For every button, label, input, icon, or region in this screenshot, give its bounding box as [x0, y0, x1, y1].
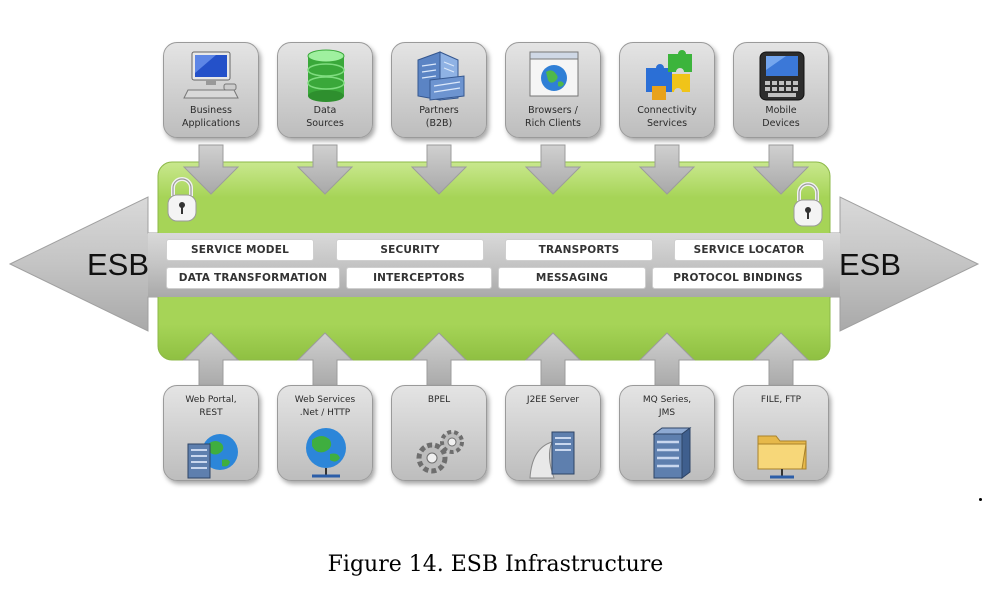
folder-network-icon [757, 435, 807, 479]
server-stack-icon [652, 427, 692, 479]
capability-interceptors: INTERCEPTORS [346, 267, 492, 289]
gears-icon [416, 430, 464, 474]
capability-security: SECURITY [336, 239, 484, 261]
puzzle-pieces-icon [646, 50, 692, 100]
source-label: Mobile Devices [762, 105, 800, 129]
source-label: Business Applications [181, 105, 241, 129]
endpoint-label: Web Services .Net / HTTP [294, 395, 356, 418]
capability-data-transformation: DATA TRANSFORMATION [166, 267, 340, 289]
endpoint-bpel: BPEL [391, 385, 487, 481]
endpoint-label: BPEL [427, 395, 451, 405]
endpoint-web-services: Web Services .Net / HTTP [277, 385, 373, 481]
stray-dot [979, 498, 982, 501]
capability-protocol-bindings: PROTOCOL BINDINGS [652, 267, 824, 289]
source-business-applications: Business Applications [163, 42, 259, 138]
padlock-right-icon [793, 182, 823, 227]
endpoint-label: FILE, FTP [760, 395, 802, 405]
source-label: Connectivity Services [637, 105, 697, 129]
source-partners: Partners (B2B) [391, 42, 487, 138]
source-data-sources: Data Sources [277, 42, 373, 138]
desktop-computer-icon [183, 51, 239, 99]
endpoint-j2ee-server: J2EE Server [505, 385, 601, 481]
office-building-icon [417, 51, 465, 101]
padlock-left-icon [167, 177, 197, 222]
endpoint-label: Web Portal, REST [185, 395, 237, 418]
source-label: Data Sources [306, 105, 344, 129]
source-browsers: Browsers / Rich Clients [505, 42, 601, 138]
network-globe-icon [306, 428, 346, 478]
endpoint-label: J2EE Server [526, 395, 580, 405]
mobile-device-icon [759, 51, 805, 101]
app-server-icon [529, 431, 575, 479]
source-connectivity-services: Connectivity Services [619, 42, 715, 138]
esb-label-right: ESB [839, 247, 902, 282]
down-arrows [182, 144, 810, 195]
capability-messaging: MESSAGING [498, 267, 646, 289]
figure-caption: Figure 14. ESB Infrastructure [327, 552, 664, 577]
esb-label-left: ESB [87, 247, 150, 282]
capability-transports: TRANSPORTS [505, 239, 653, 261]
endpoint-web-portal: Web Portal, REST [163, 385, 259, 481]
source-label: Partners (B2B) [419, 105, 459, 129]
capability-service-model: SERVICE MODEL [166, 239, 314, 261]
endpoint-label: MQ Series, JMS [642, 395, 692, 418]
up-arrows [182, 332, 810, 389]
endpoint-mq-series: MQ Series, JMS [619, 385, 715, 481]
database-icon [307, 49, 345, 102]
capability-service-locator: SERVICE LOCATOR [674, 239, 824, 261]
server-globe-icon [187, 434, 238, 479]
browser-window-icon [529, 51, 579, 97]
source-mobile-devices: Mobile Devices [733, 42, 829, 138]
source-label: Browsers / Rich Clients [525, 105, 581, 129]
endpoint-file-ftp: FILE, FTP [733, 385, 829, 481]
